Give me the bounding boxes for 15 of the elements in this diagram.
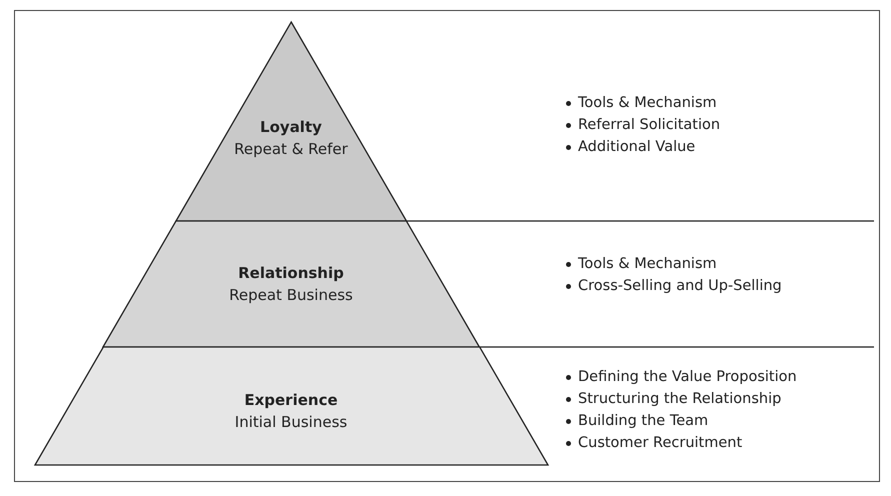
tier-subtitle: Repeat Business (229, 285, 353, 306)
tier-heading: Loyalty (260, 117, 322, 138)
tier-subtitle: Repeat & Refer (234, 139, 348, 160)
tier-subtitle: Initial Business (234, 412, 348, 433)
bullet-item: Structuring the Relationship (565, 388, 782, 410)
tier-heading: Relationship (238, 263, 344, 284)
bullet-item: Tools & Mechanism (565, 253, 717, 275)
bullet-item: Cross-Selling and Up-Selling (565, 275, 782, 297)
bullet-item: Defining the Value Proposition (565, 366, 797, 388)
bullet-item: Building the Team (565, 410, 708, 432)
tier-heading: Experience (244, 390, 338, 411)
bullet-item: Referral Solicitation (565, 114, 720, 136)
bullet-item: Customer Recruitment (565, 432, 742, 454)
bullet-item: Tools & Mechanism (565, 92, 717, 114)
bullet-item: Additional Value (565, 136, 696, 158)
